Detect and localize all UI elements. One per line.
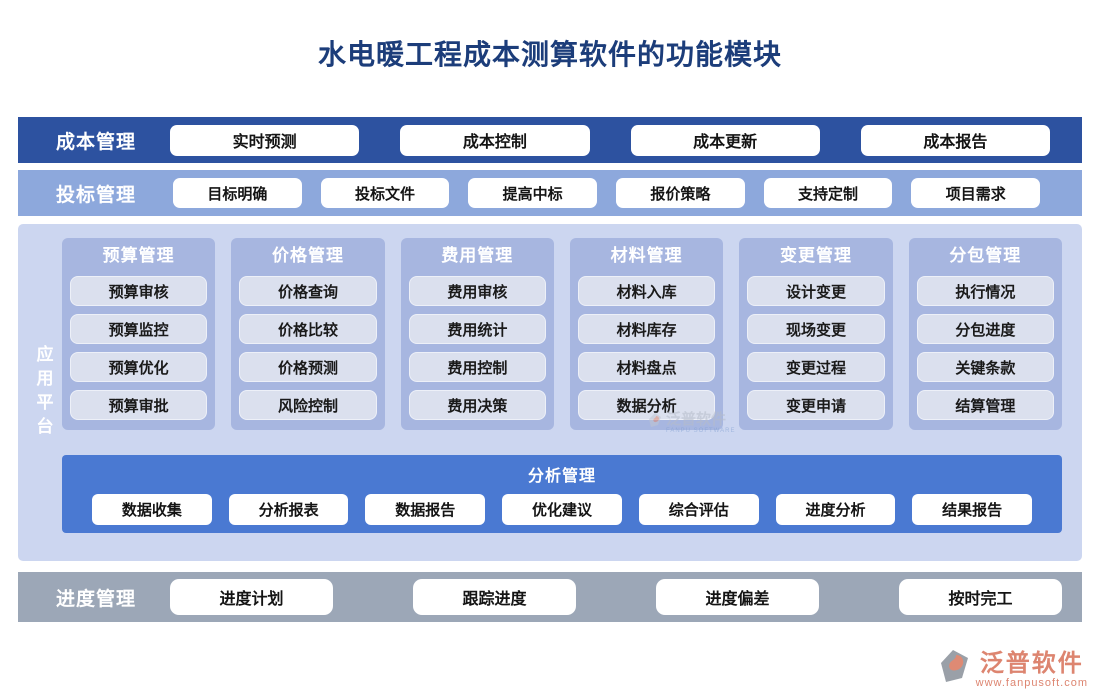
column-item-button[interactable]: 价格查询 [239,276,377,306]
cost-row: 成本管理 实时预测 成本控制 成本更新 成本报告 [18,117,1082,163]
bid-button[interactable]: 投标文件 [320,178,450,208]
column-header: 费用管理 [441,246,514,265]
cost-button[interactable]: 成本控制 [400,124,590,156]
schedule-row: 进度管理 进度计划 跟踪进度 进度偏差 按时完工 [18,572,1082,622]
page-title: 水电暖工程成本测算软件的功能模块 [317,39,782,70]
module-column-material: 材料管理 材料入库 材料库存 材料盘点 数据分析 [569,238,724,430]
cost-button[interactable]: 成本更新 [630,124,820,156]
column-item-button[interactable]: 预算优化 [70,352,208,382]
column-item-button[interactable]: 预算监控 [70,314,208,344]
column-item-button[interactable]: 分包进度 [916,314,1054,344]
bid-row-label: 投标管理 [56,184,137,206]
cost-row-buttons: 实时预测 成本控制 成本更新 成本报告 [170,124,1050,156]
column-item-button[interactable]: 预算审核 [70,276,208,306]
column-header: 价格管理 [271,246,344,265]
column-header: 材料管理 [610,246,683,265]
column-item-button[interactable]: 材料盘点 [577,352,716,382]
column-item-button[interactable]: 结算管理 [916,390,1054,420]
schedule-button[interactable]: 跟踪进度 [413,579,576,615]
column-item-button[interactable]: 费用控制 [408,352,546,382]
column-item-button[interactable]: 材料入库 [577,276,716,306]
module-column-price: 价格管理 价格查询 价格比较 价格预测 风险控制 [231,238,385,430]
bid-button[interactable]: 目标明确 [173,178,302,208]
column-item-button[interactable]: 价格预测 [239,352,377,382]
module-column-subcontract: 分包管理 执行情况 分包进度 关键条款 结算管理 [908,238,1062,430]
column-header: 变更管理 [779,246,852,265]
analysis-button[interactable]: 结果报告 [912,494,1033,525]
column-item-button[interactable]: 预算审批 [70,390,208,420]
column-item-button[interactable]: 风险控制 [239,390,377,420]
module-column-change: 变更管理 设计变更 现场变更 变更过程 变更申请 [739,238,893,430]
column-item-button[interactable]: 变更过程 [747,352,885,382]
schedule-row-buttons: 进度计划 跟踪进度 进度偏差 按时完工 [170,579,1062,615]
bid-button[interactable]: 支持定制 [763,178,893,208]
column-item-button[interactable]: 现场变更 [747,314,885,344]
schedule-row-label: 进度管理 [56,588,137,610]
column-item-button[interactable]: 费用统计 [408,314,546,344]
analysis-button[interactable]: 优化建议 [502,494,622,525]
schedule-button[interactable]: 按时完工 [899,579,1062,615]
column-item-button[interactable]: 数据分析 [577,390,716,420]
cost-button[interactable]: 实时预测 [170,124,360,156]
column-item-button[interactable]: 材料库存 [577,314,716,344]
bid-row-buttons: 目标明确 投标文件 提高中标 报价策略 支持定制 项目需求 [173,178,1041,208]
column-item-button[interactable]: 费用审核 [408,276,546,306]
analysis-button[interactable]: 综合评估 [638,494,759,525]
column-item-button[interactable]: 设计变更 [747,276,885,306]
analysis-button[interactable]: 进度分析 [775,494,896,525]
column-item-button[interactable]: 变更申请 [747,390,885,420]
bid-button[interactable]: 报价策略 [616,178,745,208]
bid-row: 投标管理 目标明确 投标文件 提高中标 报价策略 支持定制 项目需求 [18,170,1082,216]
column-item-button[interactable]: 价格比较 [239,314,377,344]
brand-name: 泛普软件 [979,649,1084,677]
analysis-button[interactable]: 数据收集 [92,494,212,525]
analysis-panel: 分析管理 数据收集 分析报表 数据报告 优化建议 综合评估 进度分析 结果报告 [62,455,1062,533]
brand-url: www.fanpusoft.com [975,676,1088,689]
analysis-header: 分析管理 [527,468,596,485]
schedule-button[interactable]: 进度偏差 [656,579,819,615]
module-column-budget: 预算管理 预算审核 预算监控 预算优化 预算审批 [62,238,216,430]
schedule-button[interactable]: 进度计划 [170,579,333,615]
analysis-button[interactable]: 数据报告 [365,494,486,525]
column-header: 预算管理 [102,246,175,265]
module-column-expense: 费用管理 费用审核 费用统计 费用控制 费用决策 [400,238,554,430]
module-columns: 预算管理 预算审核 预算监控 预算优化 预算审批 价格管理 价格查询 价格比较 … [62,238,1062,430]
column-header: 分包管理 [949,246,1022,265]
platform-panel: 应用平台 预算管理 预算审核 预算监控 预算优化 预算审批 价格管理 价格查询 … [18,224,1082,561]
brand-logo: 泛普软件 www.fanpusoft.com [938,648,1088,691]
analysis-button[interactable]: 分析报表 [228,494,349,525]
cost-button[interactable]: 成本报告 [860,124,1050,156]
platform-label: 应用平台 [33,344,53,441]
bid-button[interactable]: 提高中标 [468,178,598,208]
bid-button[interactable]: 项目需求 [911,178,1041,208]
column-item-button[interactable]: 关键条款 [916,352,1054,382]
column-item-button[interactable]: 费用决策 [408,390,546,420]
analysis-buttons: 数据收集 分析报表 数据报告 优化建议 综合评估 进度分析 结果报告 [62,486,1062,525]
cost-row-label: 成本管理 [56,131,137,153]
column-item-button[interactable]: 执行情况 [916,276,1054,306]
brand-logo-icon [938,648,972,691]
